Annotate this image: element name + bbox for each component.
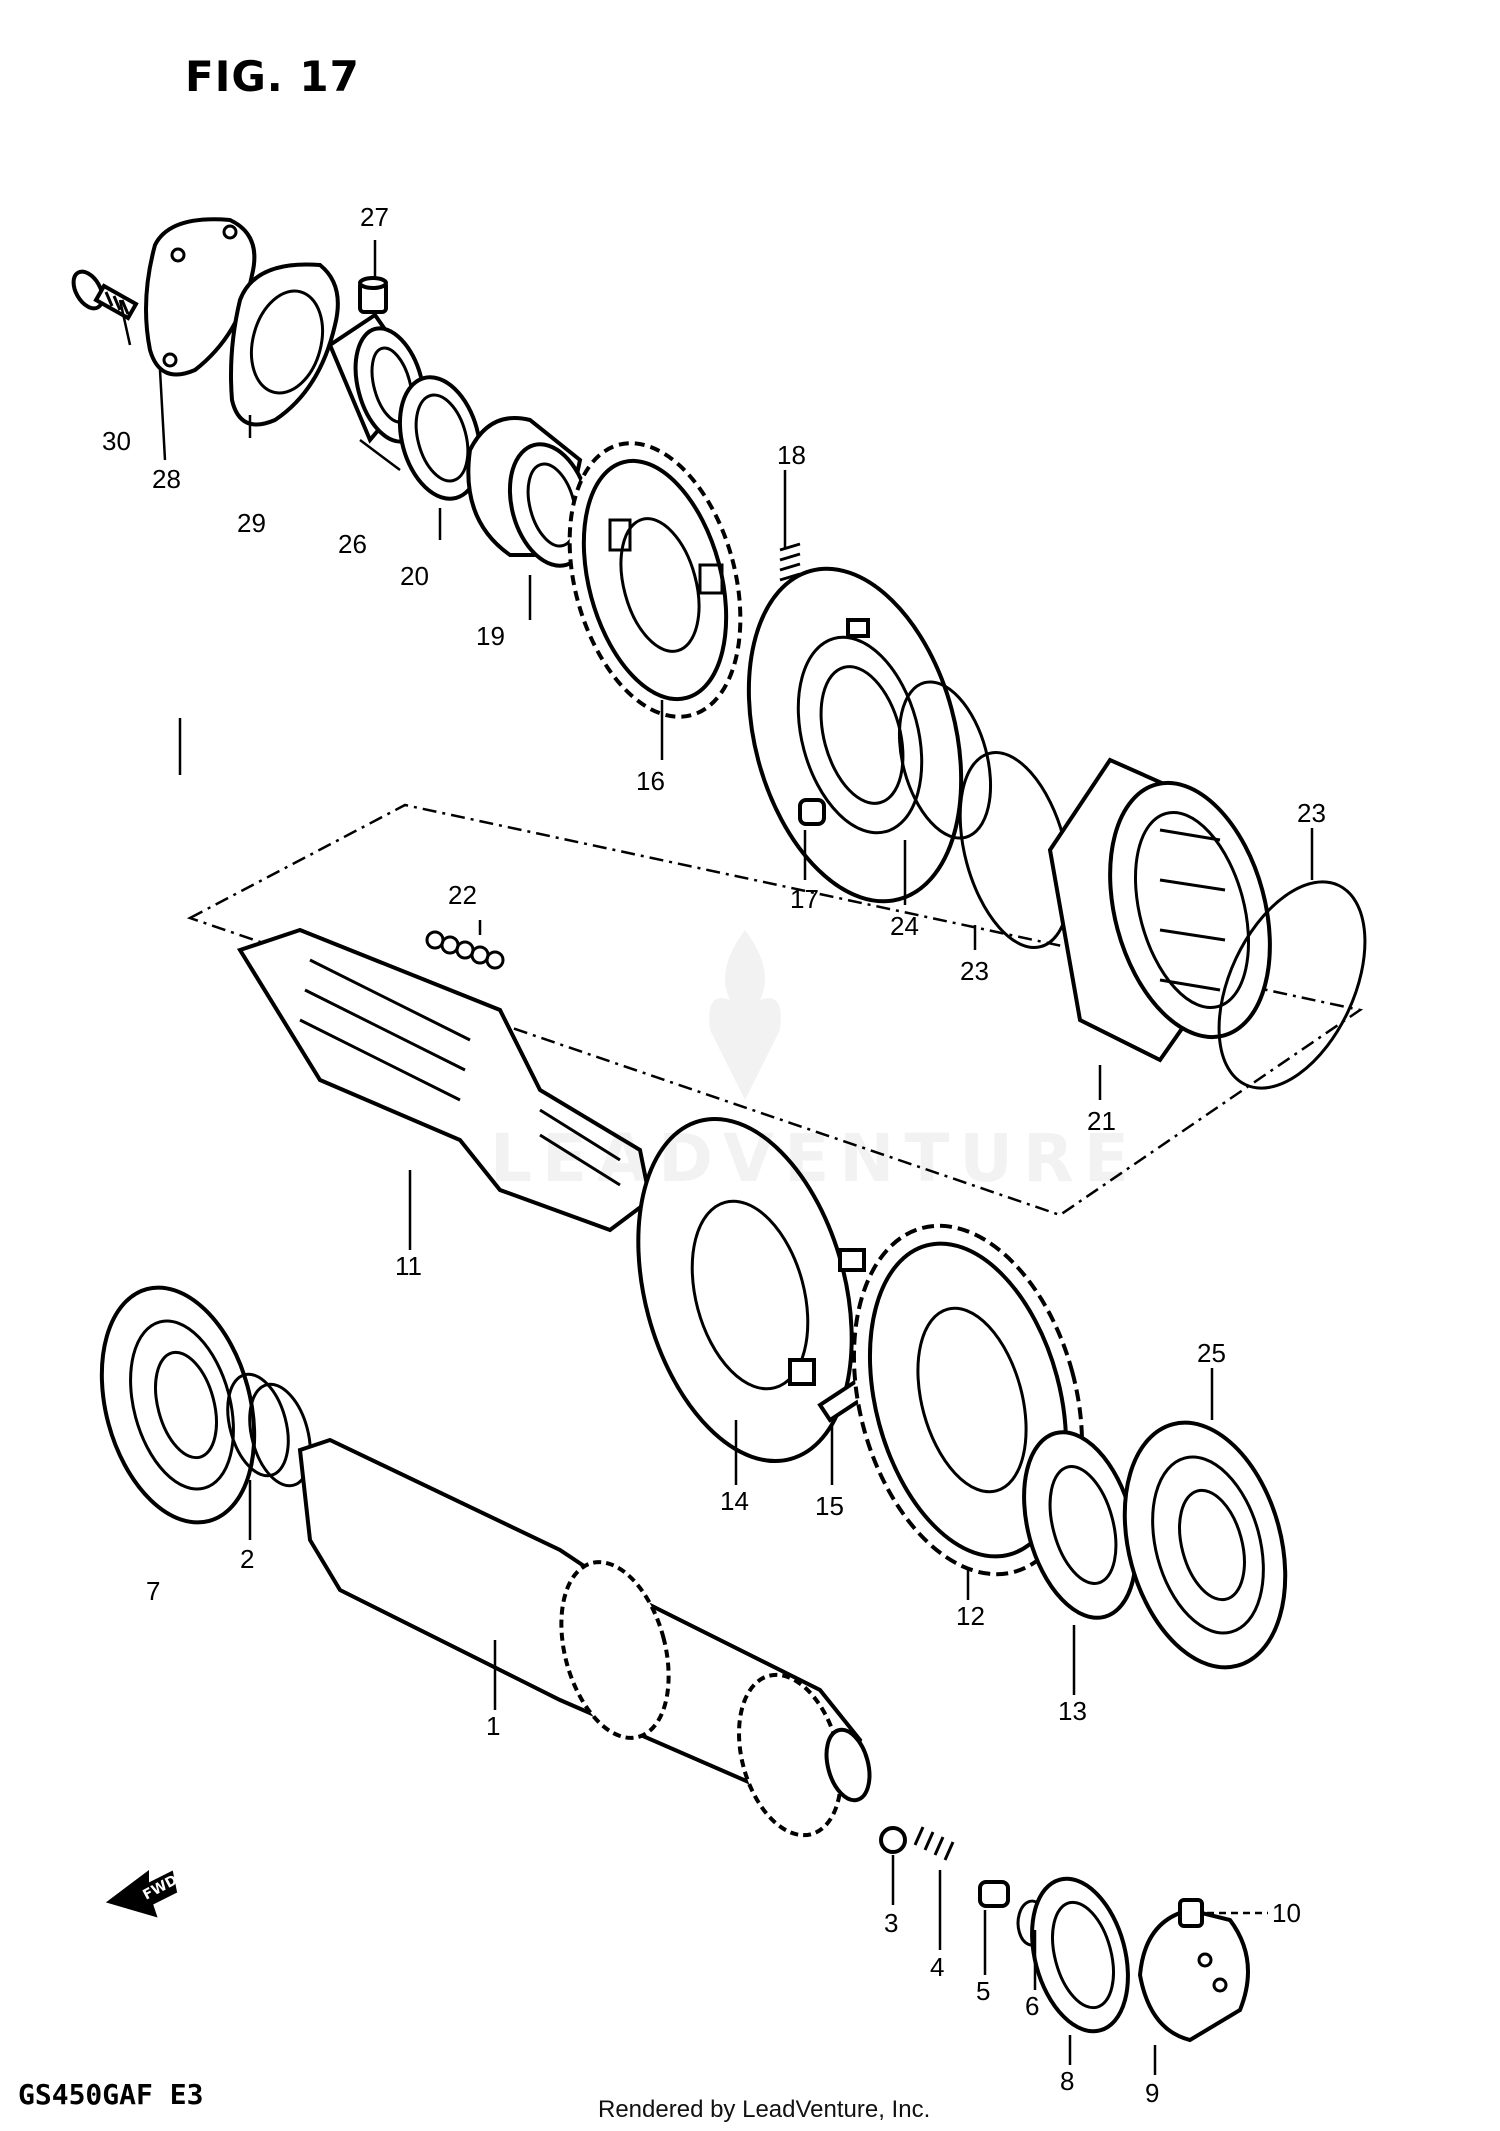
figure-title: FIG. 17	[185, 52, 360, 101]
callout-29: 29	[237, 508, 266, 538]
part-7-bearing	[99, 1285, 257, 1525]
part-27-dowel-pin	[358, 276, 388, 314]
part-9-cap	[1137, 1907, 1250, 2043]
callout-12: 12	[956, 1601, 985, 1631]
subassembly-boundary	[186, 803, 1364, 1217]
part-22-rollers	[425, 930, 505, 970]
callout-8: 8	[1060, 2066, 1074, 2096]
part-2-circlip	[226, 1372, 312, 1488]
callout-24: 24	[890, 911, 919, 941]
part-20-washer	[397, 375, 483, 501]
part-28-cover-plate	[144, 217, 257, 377]
model-code: GS450GAF E3	[18, 2078, 204, 2111]
callout-6: 6	[1025, 1991, 1039, 2021]
watermark-text: LEADVENTURE	[490, 1120, 1139, 1197]
callout-14: 14	[720, 1486, 749, 1516]
part-25-bearing	[1122, 1420, 1288, 1670]
callout-4: 4	[930, 1952, 944, 1982]
part-10-dowel	[1178, 1898, 1204, 1928]
part-30-screw	[71, 269, 139, 321]
part-17-cam-plate	[746, 566, 964, 904]
part-3-ball	[879, 1826, 907, 1854]
part-4-spring	[913, 1826, 955, 1861]
callout-20: 20	[400, 561, 429, 591]
callout-21: 21	[1087, 1106, 1116, 1136]
part-24-circlip	[897, 680, 993, 840]
part-18-spring	[779, 542, 801, 592]
part-1-mainshaft	[297, 1437, 872, 1838]
rendered-by-credit: Rendered by LeadVenture, Inc.	[598, 2096, 931, 2123]
part-23-ring-right	[1217, 880, 1367, 1090]
callout-17: 17	[790, 884, 819, 914]
callout-27: 27	[360, 202, 389, 232]
part-16-gear	[567, 441, 743, 719]
watermark-logo-icon	[709, 930, 781, 1100]
callout-28: 28	[152, 464, 181, 494]
callout-15: 15	[815, 1491, 844, 1521]
part-14-thrust-plate	[636, 1116, 866, 1464]
callout-10: 10	[1272, 1898, 1301, 1928]
callout-13: 13	[1058, 1696, 1087, 1726]
callout-2: 2	[240, 1544, 254, 1574]
callout-3: 3	[884, 1908, 898, 1938]
forward-arrow-icon: FWD	[105, 1870, 180, 1918]
callout-1: 1	[486, 1711, 500, 1741]
callout-18: 18	[777, 440, 806, 470]
callout-23-right: 23	[1297, 798, 1326, 828]
callout-5: 5	[976, 1976, 990, 2006]
callout-11: 11	[395, 1251, 422, 1281]
part-21-hub	[1047, 757, 1272, 1063]
part-29-gasket	[229, 262, 340, 427]
part-19-bushing	[466, 416, 593, 568]
callout-26: 26	[338, 529, 367, 559]
callout-30: 30	[102, 426, 131, 456]
callout-23-left: 23	[960, 956, 989, 986]
leader-lines	[118, 240, 1314, 2075]
part-5-plunger	[978, 1880, 1010, 1908]
callout-25: 25	[1197, 1338, 1226, 1368]
callout-7: 7	[146, 1576, 160, 1606]
callout-19: 19	[476, 621, 505, 651]
callout-22: 22	[448, 880, 477, 910]
part-8-oil-seal	[1030, 1876, 1130, 2034]
callout-16: 16	[636, 766, 665, 796]
callout-9: 9	[1145, 2078, 1159, 2108]
